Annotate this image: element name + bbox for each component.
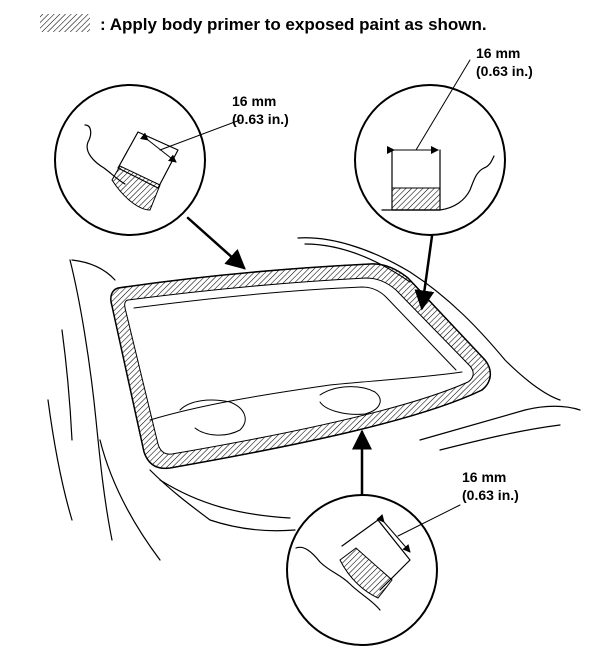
rear-window [110,263,491,470]
upper-left-dimension-mm: 16 mm [232,93,276,109]
legend: : Apply body primer to exposed paint as … [40,14,487,34]
primer-band [110,263,491,469]
upper-right-dimension-mm: 16 mm [476,45,520,61]
upper-left-leader-arrow [186,216,246,270]
car-body [47,237,581,561]
legend-hatch-swatch [40,14,90,32]
upper-right-primer [391,187,441,211]
lower-dimension-in: (0.63 in.) [462,487,519,503]
lower-primer [339,547,393,599]
lower-dimension-mm: 16 mm [462,469,506,485]
upper-right-leader-arrow [414,234,435,311]
legend-text: : Apply body primer to exposed paint as … [100,15,487,34]
callout-upper-left: 16 mm (0.63 in.) [54,84,289,236]
callout-upper-right: 16 mm (0.63 in.) [354,45,533,236]
callout-lower: 16 mm (0.63 in.) [286,469,519,646]
upper-left-primer [111,165,161,211]
upper-right-dimension-in: (0.63 in.) [476,63,533,79]
upper-left-dimension-in: (0.63 in.) [232,111,289,127]
